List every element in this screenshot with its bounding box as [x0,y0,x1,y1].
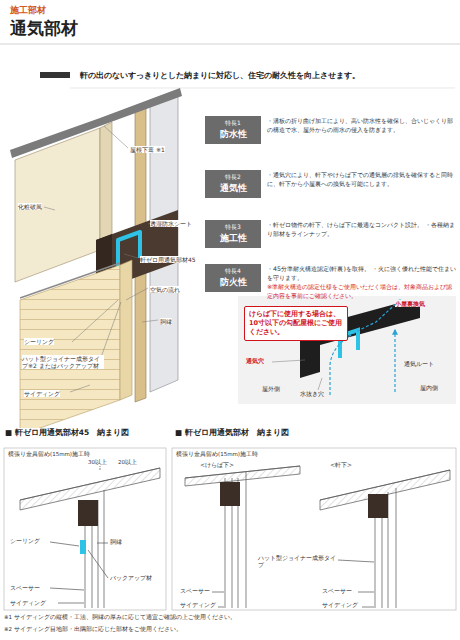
callout-text: けらば下に使用する場合は、10寸以下の勾配屋根にご使用ください。 [249,310,343,337]
part-label: 胴縁 [160,318,172,325]
part-label: 屋内側 [420,384,438,391]
part-label: ※2 サイディング目地部・出隅部に応じた部材をご使用ください。 [4,626,456,633]
feature-text: ・溝板の折り曲げ加工により、高い防水性を確保し、合いじゃくり部の構造で水、屋外か… [267,116,456,134]
part-label: スペーサー [10,585,40,592]
detail-drawings [4,448,456,610]
heading-text: 施工部材 [10,5,46,16]
part-label: ■ 軒ゼロ用通気部材 納まり図 [175,428,289,437]
callout-box: けらば下に使用する場合は、10寸以下の勾配屋根にご使用ください。 [244,306,348,341]
part-label: 胴縁 [110,539,122,546]
feature-tag: 特長2通気性 [205,170,261,198]
part-label: 化粧破風 [18,203,42,210]
part-label: スペーサー [322,588,352,595]
feature-tag: 特長3施工性 [205,220,261,248]
feature-text: ・溝板の折り曲げ加工により、高い防水性を確保し、合いじゃくり部の構造で水、屋外か… [267,116,456,134]
feature-text: ・45分準耐火構造認定(軒裏)を取得。 ・火に強く優れた性能で住まいを守ります。 [267,264,456,282]
part-label: 横張り金具留め(15mm)施工時 [176,451,258,458]
feature-box: 特長1防水性・溝板の折り曲げ加工により、高い防水性を確保し、合いじゃくり部の構造… [205,116,456,144]
feature-text: ・軒ゼロ物件の軒下、けらば下に最適なコンパクト設計。 ・各種納まり部材をラインナ… [267,220,456,238]
part-label: 水抜き穴 [300,390,324,397]
page-title: 通気部材 [10,17,78,40]
feature-text: ・通気穴により、軒下やけらば下での通気層の排気を確保すると同時に、軒下から小屋裏… [267,170,456,188]
part-label: サイディング [10,600,46,607]
part-label: サイディング [24,390,60,397]
part-label: 空気の流れ [150,286,180,293]
part-label: <けらば下> [200,461,234,468]
part-label: サイディング [180,602,216,609]
feature-tag: 特長4防火性 [205,264,261,292]
part-label: 通気穴 [246,357,264,364]
feature-text: ・軒ゼロ物件の軒下、けらば下に最適なコンパクト設計。 ・各種納まり部材をラインナ… [267,220,456,238]
feature-heading: 通気性 [205,182,261,195]
part-label: 30以上 [88,459,107,466]
part-label: 屋根下葺 ※1 [130,146,165,153]
heading-text: 軒の出のないすっきりとした納まりに対応し、住宅の耐久性を向上させます。 [80,71,360,81]
part-label: 透湿防水シート [150,220,192,227]
rule [0,44,460,45]
part-label: 軒ゼロ用通気部材45 [140,256,196,263]
feature-heading: 施工性 [205,232,261,245]
feature-text: ・通気穴により、軒下やけらば下での通気層の排気を確保すると同時に、軒下から小屋裏… [267,170,456,188]
section-diagram [238,296,456,404]
part-label: シーリング [24,338,54,345]
part-label: 屋外側 [262,385,280,392]
part-label: シーリング [10,538,40,545]
part-label: ハット型ジョイナー成形タイプ※2 またはバックアップ材 [22,355,104,369]
feature-tag: 特長1防水性 [205,116,261,144]
part-label: サイディング [322,602,358,609]
feature-box: 特長3施工性・軒ゼロ物件の軒下、けらば下に最適なコンパクト設計。 ・各種納まり部… [205,220,456,248]
feature-box: 特長4防火性・45分準耐火構造認定(軒裏)を取得。 ・火に強く優れた性能で住まい… [205,264,456,301]
part-label: ハット型ジョイナー成形タイプ [258,555,336,568]
part-label: 小屋裏換気 [395,300,425,307]
feature-number: 特長1 [205,119,261,128]
feature-text: ※準耐火構造の認定仕様をご使用いただく場合は、対象商品および認定内容を事前にご確… [267,282,456,300]
feature-number: 特長3 [205,223,261,232]
part-label: <軒下> [330,461,352,468]
part-label: 横張り金具留め(15mm)施工時 [8,451,90,458]
feature-heading: 防火性 [205,276,261,289]
feature-number: 特長2 [205,173,261,182]
part-label: ■ 軒ゼロ用通気部材45 納まり図 [5,428,129,437]
part-label: 通気ルート [404,360,434,367]
part-label: スペーサー [180,588,210,595]
bar [40,72,70,78]
feature-heading: 防水性 [205,128,261,141]
part-label: 20以上 [118,459,137,466]
feature-text: ・45分準耐火構造認定(軒裏)を取得。 ・火に強く優れた性能で住まいを守ります。… [267,264,456,301]
part-label: ※1 サイディングの縦横・工法、胴縁の厚みに応じて適宜ご確認の上ご使用ください。 [4,614,456,621]
part-label: バックアップ材 [110,575,152,582]
feature-number: 特長4 [205,267,261,276]
feature-box: 特長2通気性・通気穴により、軒下やけらば下での通気層の排気を確保すると同時に、軒… [205,170,456,198]
